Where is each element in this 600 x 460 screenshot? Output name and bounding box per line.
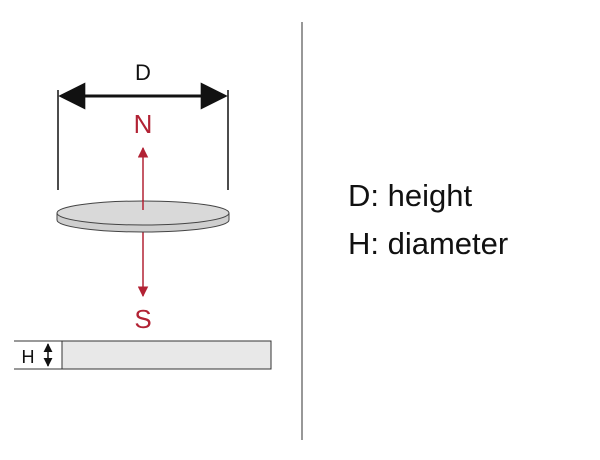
- diameter-dimension: D: [57, 60, 229, 190]
- magnet-side-rect: [61, 340, 272, 370]
- diameter-marker-label: D: [135, 60, 151, 85]
- legend-line-height: H: diameter: [348, 226, 509, 261]
- legend: D: height H: diameter: [348, 172, 508, 268]
- legend-line-diameter: D: height: [348, 178, 473, 213]
- north-pole-label: N: [134, 109, 153, 139]
- disc-magnet: [56, 200, 230, 233]
- height-marker-label: H: [22, 347, 35, 367]
- pole-arrows: N S: [134, 109, 153, 334]
- side-view: H: [14, 340, 272, 370]
- south-pole-label: S: [134, 304, 151, 334]
